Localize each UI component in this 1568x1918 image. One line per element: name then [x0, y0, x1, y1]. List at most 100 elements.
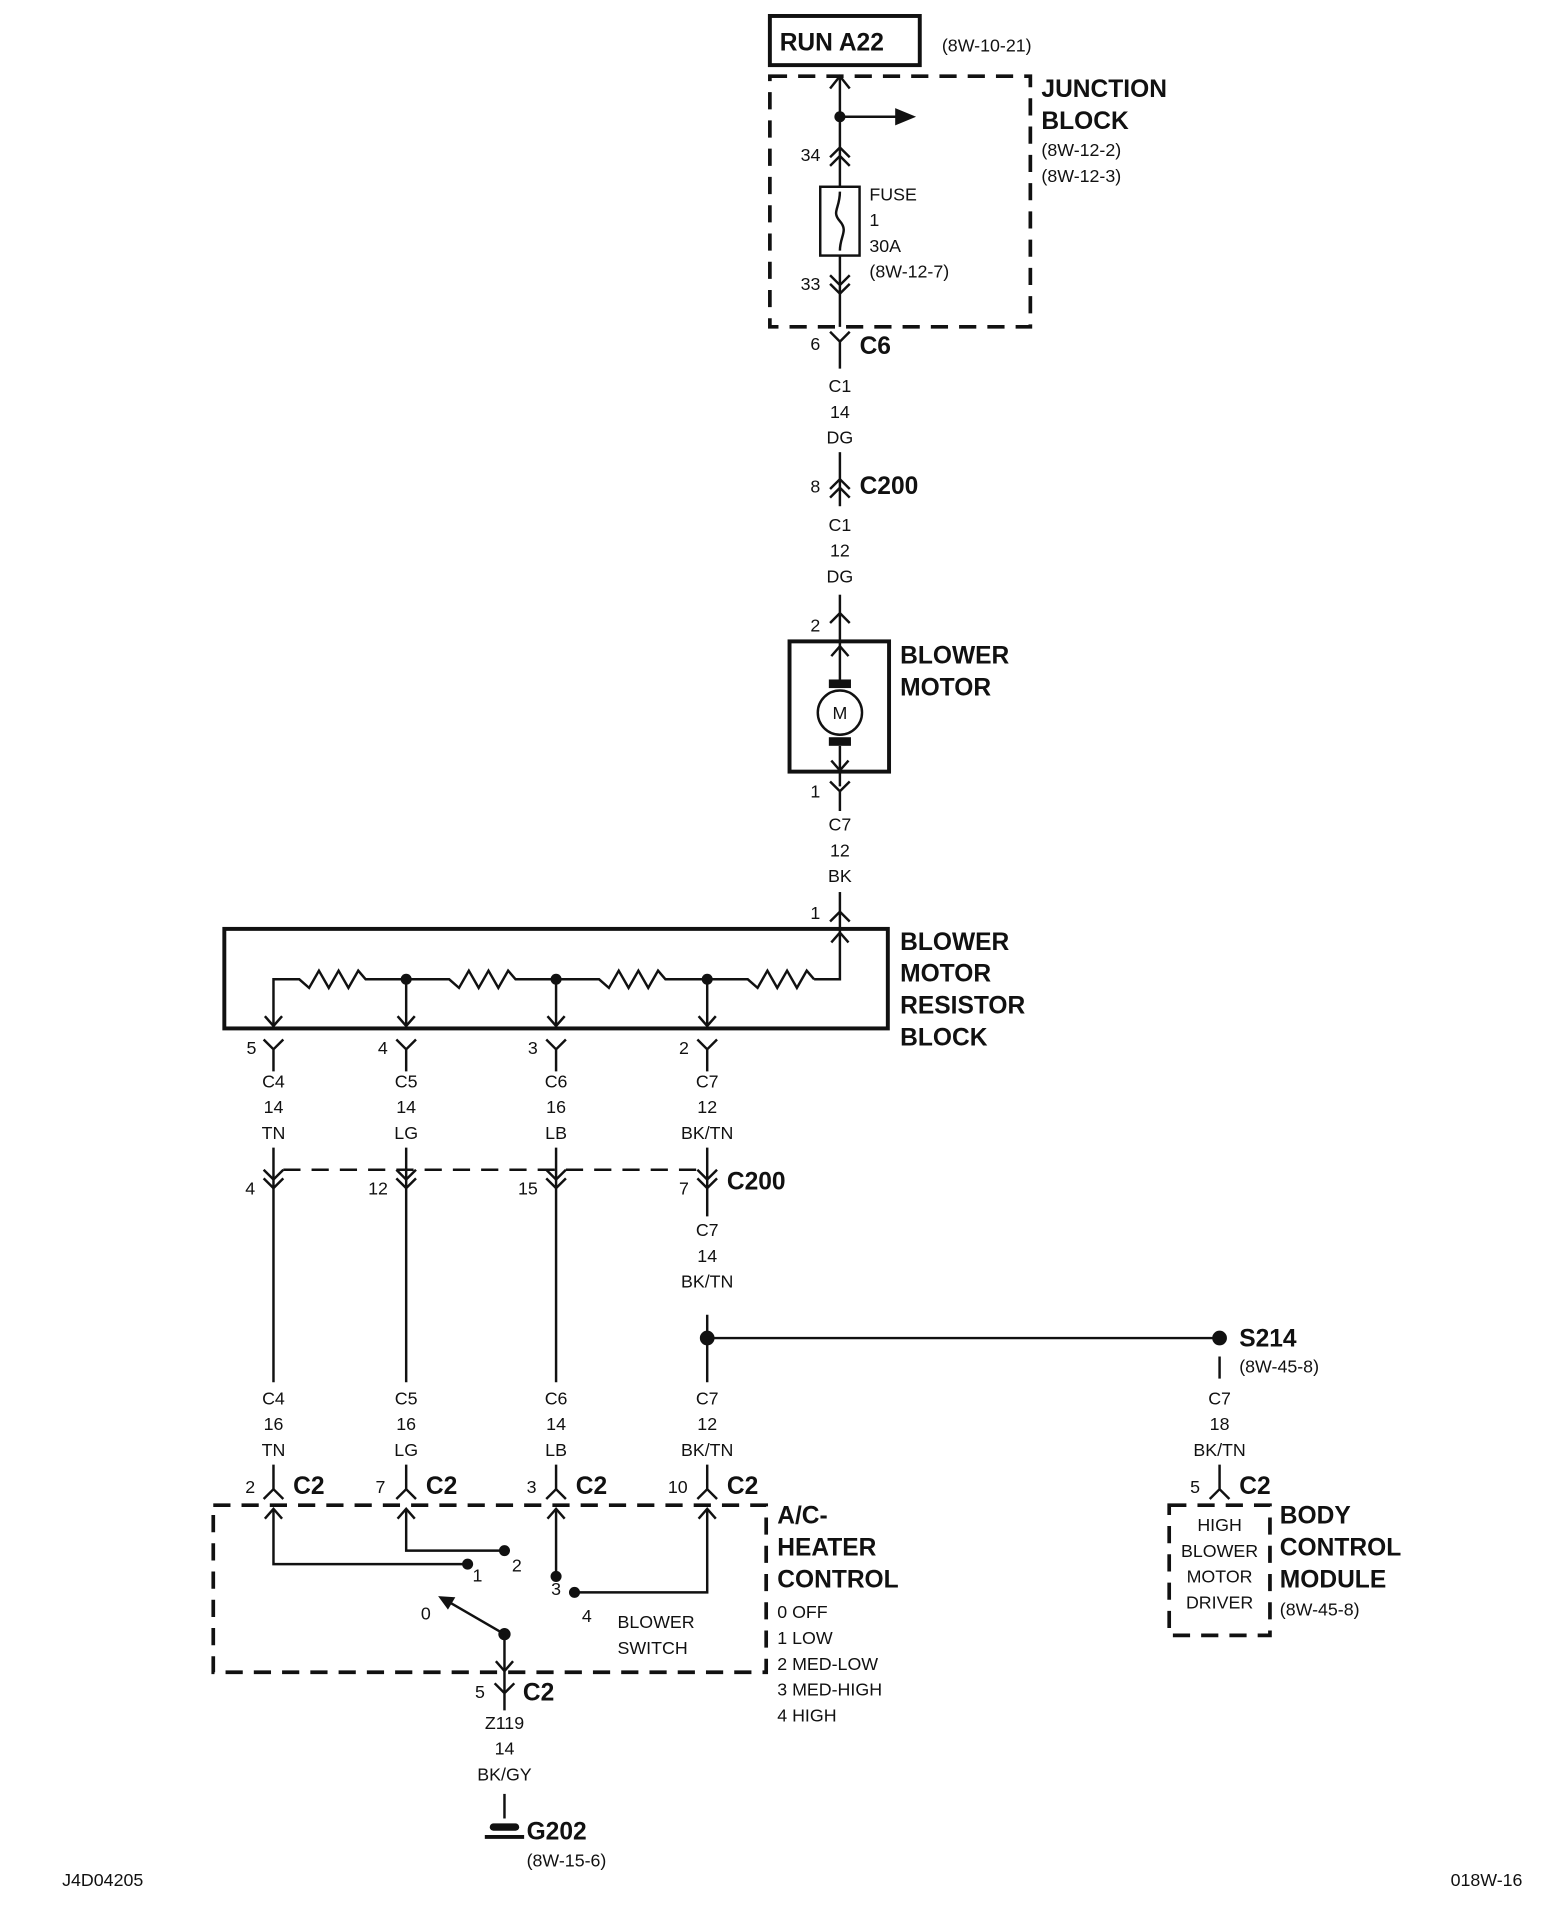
- bcm-ref: (8W-45-8): [1280, 1600, 1360, 1620]
- connector-c6-pin: 6: [810, 334, 820, 354]
- ac-heater-control-name-1: A/C-: [777, 1503, 827, 1530]
- wire-color: TN: [262, 1123, 286, 1143]
- wire-gauge: 14: [396, 1097, 416, 1117]
- wire-color: BK/TN: [681, 1123, 733, 1143]
- pin-1-chevron: [829, 780, 851, 811]
- bcm-driver-outline: [1167, 1503, 1272, 1638]
- run-a22-box: [767, 14, 922, 68]
- switch-wire-low: [272, 1508, 468, 1566]
- bcm-name-2: CONTROL: [1280, 1535, 1401, 1562]
- connector-c6: 6 C6: [810, 330, 891, 369]
- bcm-driver-3: MOTOR: [1187, 1567, 1253, 1587]
- wire-circuit: C7: [696, 1220, 719, 1240]
- mode-low: 1 LOW: [777, 1628, 833, 1648]
- blower-motor-name-1: BLOWER: [900, 642, 1009, 669]
- bcm-driver-4: DRIVER: [1186, 1592, 1253, 1612]
- c200-pin-4: 4: [245, 1178, 255, 1198]
- resistor-pin-5: 5: [246, 1038, 256, 1058]
- mode-high: 4 HIGH: [777, 1705, 836, 1725]
- pin-34-double-chevron: [829, 145, 851, 167]
- mode-med-low: 2 MED-LOW: [777, 1654, 878, 1674]
- arrow-right-icon: [895, 108, 917, 126]
- upper-wire-labels: C4 14 TN C5 14 LG C6 16 LB C7 12 BK/TN: [262, 1071, 733, 1383]
- arrow-down-icon: [830, 759, 850, 773]
- switch-contact-2: [498, 1545, 510, 1557]
- ac-heater-control-name-2: HEATER: [777, 1535, 876, 1562]
- wire-circuit: Z119: [485, 1713, 524, 1733]
- wire-gauge: 12: [697, 1097, 717, 1117]
- bcm-driver-2: BLOWER: [1181, 1541, 1258, 1561]
- splice-s214-dot: [1212, 1330, 1227, 1346]
- resistor-output-pin-chevrons: [262, 1038, 718, 1072]
- resistor-block-name-2: MOTOR: [900, 961, 991, 988]
- c2-name: C2: [576, 1473, 607, 1500]
- junction-block: JUNCTION BLOCK (8W-12-2) (8W-12-3) 34 FU…: [768, 74, 1167, 329]
- fuse-ref: (8W-12-7): [869, 262, 949, 282]
- switch-wire-high: [574, 1508, 709, 1594]
- wire-gauge: 12: [830, 840, 850, 860]
- wire-gauge: 12: [697, 1414, 717, 1434]
- resistor-3-icon: [556, 968, 708, 991]
- bcm-pin-chevron: [1208, 1464, 1231, 1500]
- wire-gauge: 16: [546, 1097, 566, 1117]
- wire-color: LB: [545, 1123, 567, 1143]
- junction-block-outline: [768, 74, 1033, 329]
- wire-gauge: 18: [1210, 1414, 1230, 1434]
- c200-pin-7: 7: [679, 1178, 689, 1198]
- wire-circuit: C7: [829, 815, 852, 835]
- connector-c200-chevron: [829, 477, 851, 499]
- resistor-block: 1 BLOWER MOTOR RESISTOR BLOCK 5 4 3 2: [222, 903, 1025, 1072]
- resistor-block-name-3: RESISTOR: [900, 993, 1025, 1020]
- fuse-element: [834, 191, 845, 251]
- ac-heater-control-outline: [211, 1503, 769, 1675]
- wire-color: TN: [262, 1440, 286, 1460]
- wire-circuit: C6: [545, 1071, 568, 1091]
- c2-pin-7: 7: [375, 1477, 385, 1497]
- arrow-down-icon: [263, 1015, 717, 1028]
- connector-c200-mid-name: C200: [727, 1168, 786, 1195]
- wire-circuit: C1: [829, 376, 852, 396]
- blower-motor-name-2: MOTOR: [900, 674, 991, 701]
- pin-33-label: 33: [801, 274, 821, 294]
- wire-gauge: 14: [264, 1097, 284, 1117]
- wire-c7-14-bktn: C7 14 BK/TN: [681, 1220, 733, 1383]
- ground-pin: 5: [475, 1682, 485, 1702]
- splice-s214-ref: (8W-45-8): [1239, 1356, 1319, 1376]
- arrow-up-icon: [829, 74, 851, 90]
- wire-gauge: 14: [697, 1246, 717, 1266]
- resistor-block-name-4: BLOCK: [900, 1025, 988, 1052]
- wire-circuit: C5: [395, 1071, 418, 1091]
- ac-heater-control-name-3: CONTROL: [777, 1566, 898, 1593]
- blower-switch-label-2: SWITCH: [618, 1638, 688, 1658]
- resistor-4-icon: [707, 968, 816, 991]
- mode-off: 0 OFF: [777, 1602, 828, 1622]
- wire-circuit: C7: [1208, 1388, 1231, 1408]
- bcm-name-3: MODULE: [1280, 1566, 1386, 1593]
- bcm-name-1: BODY: [1280, 1503, 1351, 1530]
- junction-block-name-1: JUNCTION: [1041, 76, 1167, 103]
- wire-color: BK/TN: [1193, 1440, 1245, 1460]
- wire-gauge: 12: [830, 541, 850, 561]
- upper-wire-segments: [272, 1147, 709, 1383]
- figure-code-left: J4D04205: [62, 1870, 143, 1890]
- wire-color: LB: [545, 1440, 567, 1460]
- wire-circuit: C4: [262, 1071, 285, 1091]
- fuse-label: FUSE: [869, 184, 917, 204]
- arrow-up-icon: [830, 930, 850, 944]
- resistor-pin-3: 3: [528, 1038, 538, 1058]
- run-a22-label: RUN A22: [780, 29, 884, 56]
- wire-color: BK: [828, 866, 852, 886]
- switch-position-4: 4: [582, 1606, 592, 1626]
- run-a22-source: RUN A22 (8W-10-21): [767, 14, 1032, 68]
- wire-gauge: 14: [495, 1739, 515, 1759]
- wire-color: DG: [827, 428, 854, 448]
- connector-c200-chevrons: [262, 1168, 718, 1190]
- wire-color: LG: [394, 1123, 418, 1143]
- connector-c6-name: C6: [860, 333, 891, 360]
- resistor-tap-wires: [404, 979, 709, 1026]
- splice-s214: S214 (8W-45-8) C7 18 BK/TN: [699, 1326, 1319, 1460]
- switch-position-3: 3: [551, 1579, 561, 1599]
- wire-color: BK/TN: [681, 1272, 733, 1292]
- blower-motor-pin-top: 2: [810, 616, 820, 636]
